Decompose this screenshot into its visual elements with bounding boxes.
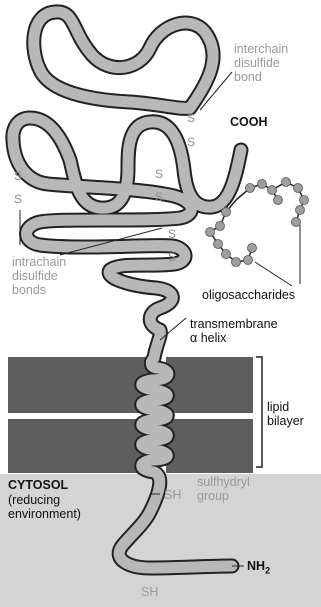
disulfide-s-3a: S (155, 168, 163, 180)
disulfide-s-4b: S (168, 251, 176, 263)
sh-upper-label: SH (164, 488, 181, 502)
sh-lower-label: SH (141, 585, 158, 599)
disulfide-s-1a: S (187, 112, 195, 124)
sulfhydryl-group-label: sulfhydryl group (197, 475, 250, 503)
bilayer-bracket (256, 357, 262, 467)
oligosaccharides-label: oligosaccharides (202, 288, 295, 302)
disulfide-s-2a: S (14, 170, 22, 182)
lipid-bilayer-label: lipid bilayer (267, 400, 304, 428)
nh2-base: NH (247, 559, 265, 573)
bilayer-block-bottom-right (166, 419, 253, 473)
upper-loop (34, 12, 213, 109)
interchain-disulfide-label: interchain disulfide bond (234, 42, 288, 84)
disulfide-s-2b: S (14, 193, 22, 205)
disulfide-s-4a: S (168, 228, 176, 240)
transmembrane-helix-label: transmembrane α helix (190, 317, 278, 345)
nh2-subscript: 2 (265, 566, 270, 576)
reducing-environment-label: (reducing environment) (8, 493, 81, 521)
bilayer-block-top-right (166, 357, 253, 413)
disulfide-s-1b: S (187, 136, 195, 148)
intrachain-disulfide-label: intrachain disulfide bonds (12, 255, 66, 297)
disulfide-s-3b: S (155, 191, 163, 203)
cooh-label: COOH (230, 115, 268, 129)
oligosaccharide-chains (206, 178, 309, 267)
bilayer-block-bottom-left (8, 419, 155, 473)
nh2-label: NH2 (247, 559, 270, 578)
bilayer-block-top-left (8, 357, 155, 413)
cytosol-label: CYTOSOL (8, 478, 68, 492)
